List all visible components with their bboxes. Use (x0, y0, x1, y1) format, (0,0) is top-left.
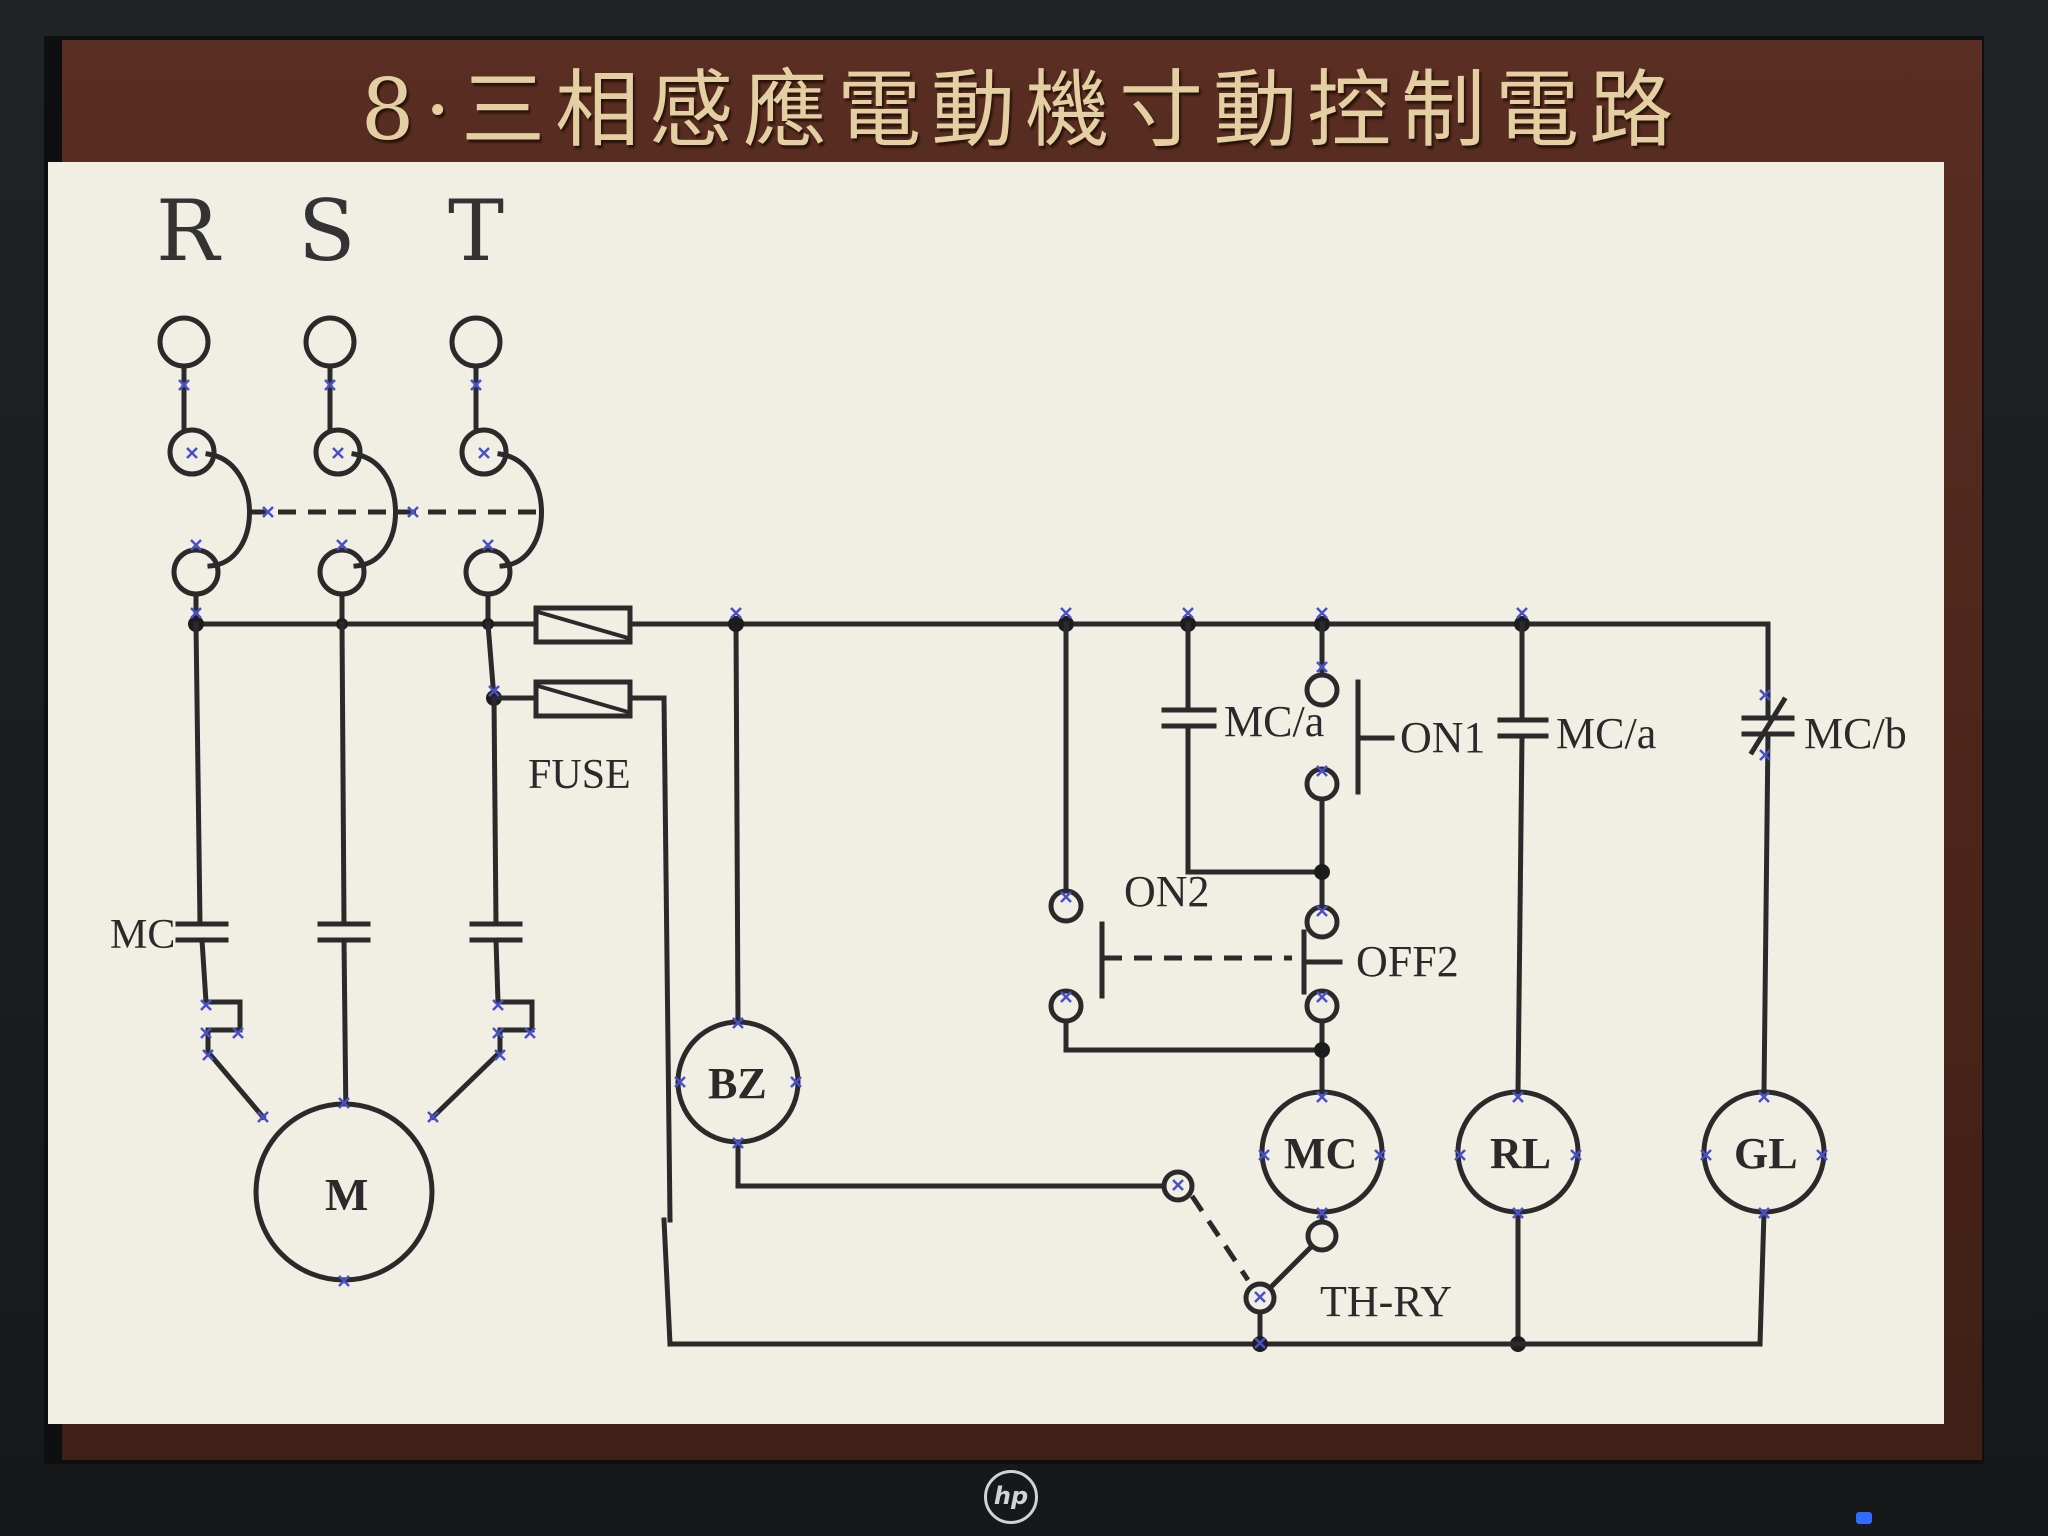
hp-logo: hp (984, 1470, 1038, 1524)
fuse-label: FUSE (528, 752, 631, 798)
diagram-panel: R S T (48, 162, 1944, 1424)
off2-label: OFF2 (1356, 937, 1459, 986)
presentation-slide: 8·三相感應電動機寸動控制電路 R S T (48, 40, 1982, 1460)
contact-mc-a2-label: MC/a (1556, 709, 1656, 758)
circuit-diagram: R S T (110, 182, 1907, 1352)
motor-label: M (325, 1169, 368, 1220)
fuse-lower (485, 621, 673, 1223)
phase-label-t: T (448, 182, 504, 280)
gl-branch (1741, 621, 1795, 1347)
thermal-relay-label: TH-RY (1320, 1277, 1452, 1326)
buzzer-label: BZ (708, 1059, 767, 1108)
on1-off2-column (1301, 621, 1395, 1095)
node-markers (178, 379, 1828, 1349)
fuse-upper (533, 605, 633, 645)
phase-label-r: R (156, 182, 222, 280)
main-contactor-label: MC (110, 912, 175, 958)
on2-branch (1048, 621, 1325, 1053)
mc-a-holding-branch (1161, 621, 1325, 875)
main-breaker (167, 427, 548, 627)
green-lamp-label: GL (1734, 1129, 1798, 1178)
phase-label-s: S (298, 182, 356, 280)
on1-label: ON1 (1400, 713, 1486, 762)
red-lamp-label: RL (1490, 1129, 1551, 1178)
rl-branch (1497, 621, 1549, 1352)
power-indicator-led[interactable] (1856, 1512, 1872, 1524)
input-terminals (157, 315, 503, 433)
contact-mc-a-label: MC/a (1224, 697, 1324, 746)
contact-mc-b-label: MC/b (1804, 709, 1907, 758)
slide-title: 8·三相感應電動機寸動控制電路 (360, 61, 1684, 159)
on2-label: ON2 (1124, 867, 1210, 916)
mc-coil-label: MC (1284, 1129, 1357, 1178)
main-contactor-contacts (175, 621, 523, 1125)
thermal-overload-elements (203, 999, 535, 1121)
